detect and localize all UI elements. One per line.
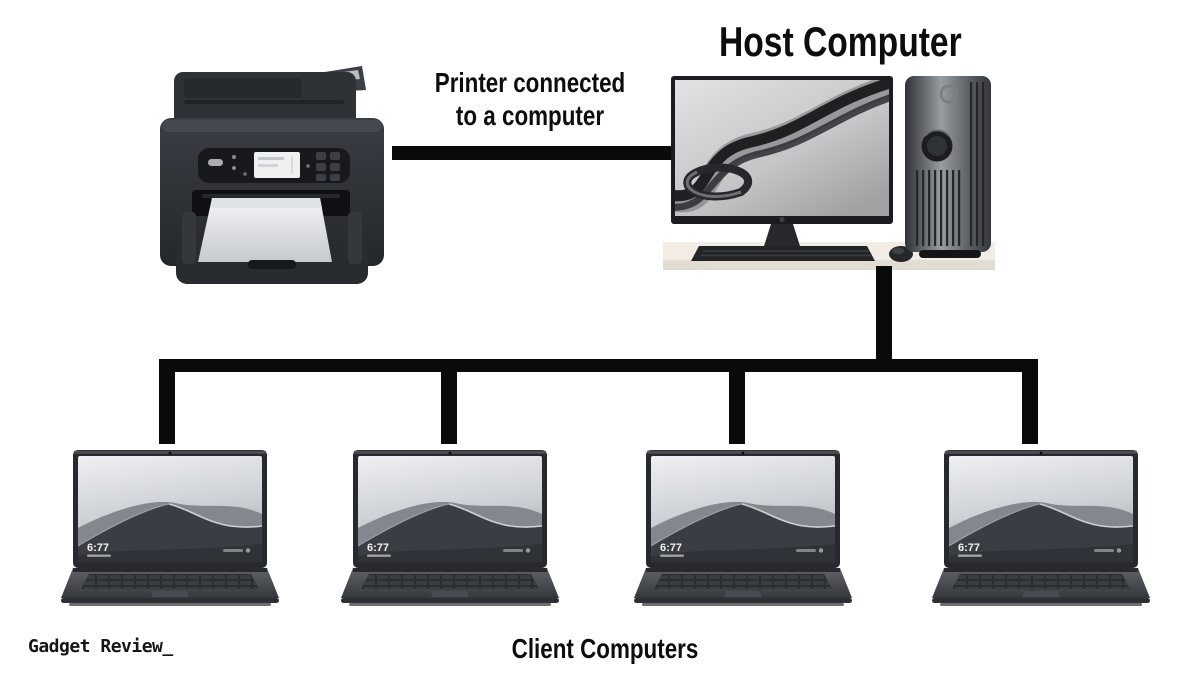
printer-caption: Printer connected to a computer — [424, 66, 635, 132]
network-drop-line-2 — [441, 359, 457, 444]
network-bus-line — [159, 359, 1038, 372]
printer-host-cable-line — [392, 146, 672, 160]
network-drop-line-4 — [1022, 359, 1038, 444]
network-drop-line-1 — [159, 359, 175, 444]
network-drop-line-host — [876, 266, 892, 372]
clients-caption: Client Computers — [511, 633, 699, 664]
printer-caption-line2: to a computer — [455, 100, 605, 131]
host-computer-icon — [663, 76, 995, 270]
laptop-icon — [928, 448, 1154, 615]
client-laptop-2 — [337, 448, 563, 615]
network-drop-line-3 — [729, 359, 745, 444]
printer-caption-line1: Printer connected — [434, 67, 626, 98]
watermark-text: Gadget Review_ — [28, 636, 173, 657]
client-laptop-4 — [928, 448, 1154, 615]
host-computer-image — [663, 74, 995, 270]
client-laptop-1 — [57, 448, 283, 615]
client-laptop-3 — [630, 448, 856, 615]
printer-icon — [160, 66, 384, 284]
printer-image — [148, 62, 396, 290]
laptop-icon — [337, 448, 563, 615]
laptop-icon — [57, 448, 283, 615]
host-computer-title: Host Computer — [719, 18, 962, 65]
laptop-icon — [630, 448, 856, 615]
